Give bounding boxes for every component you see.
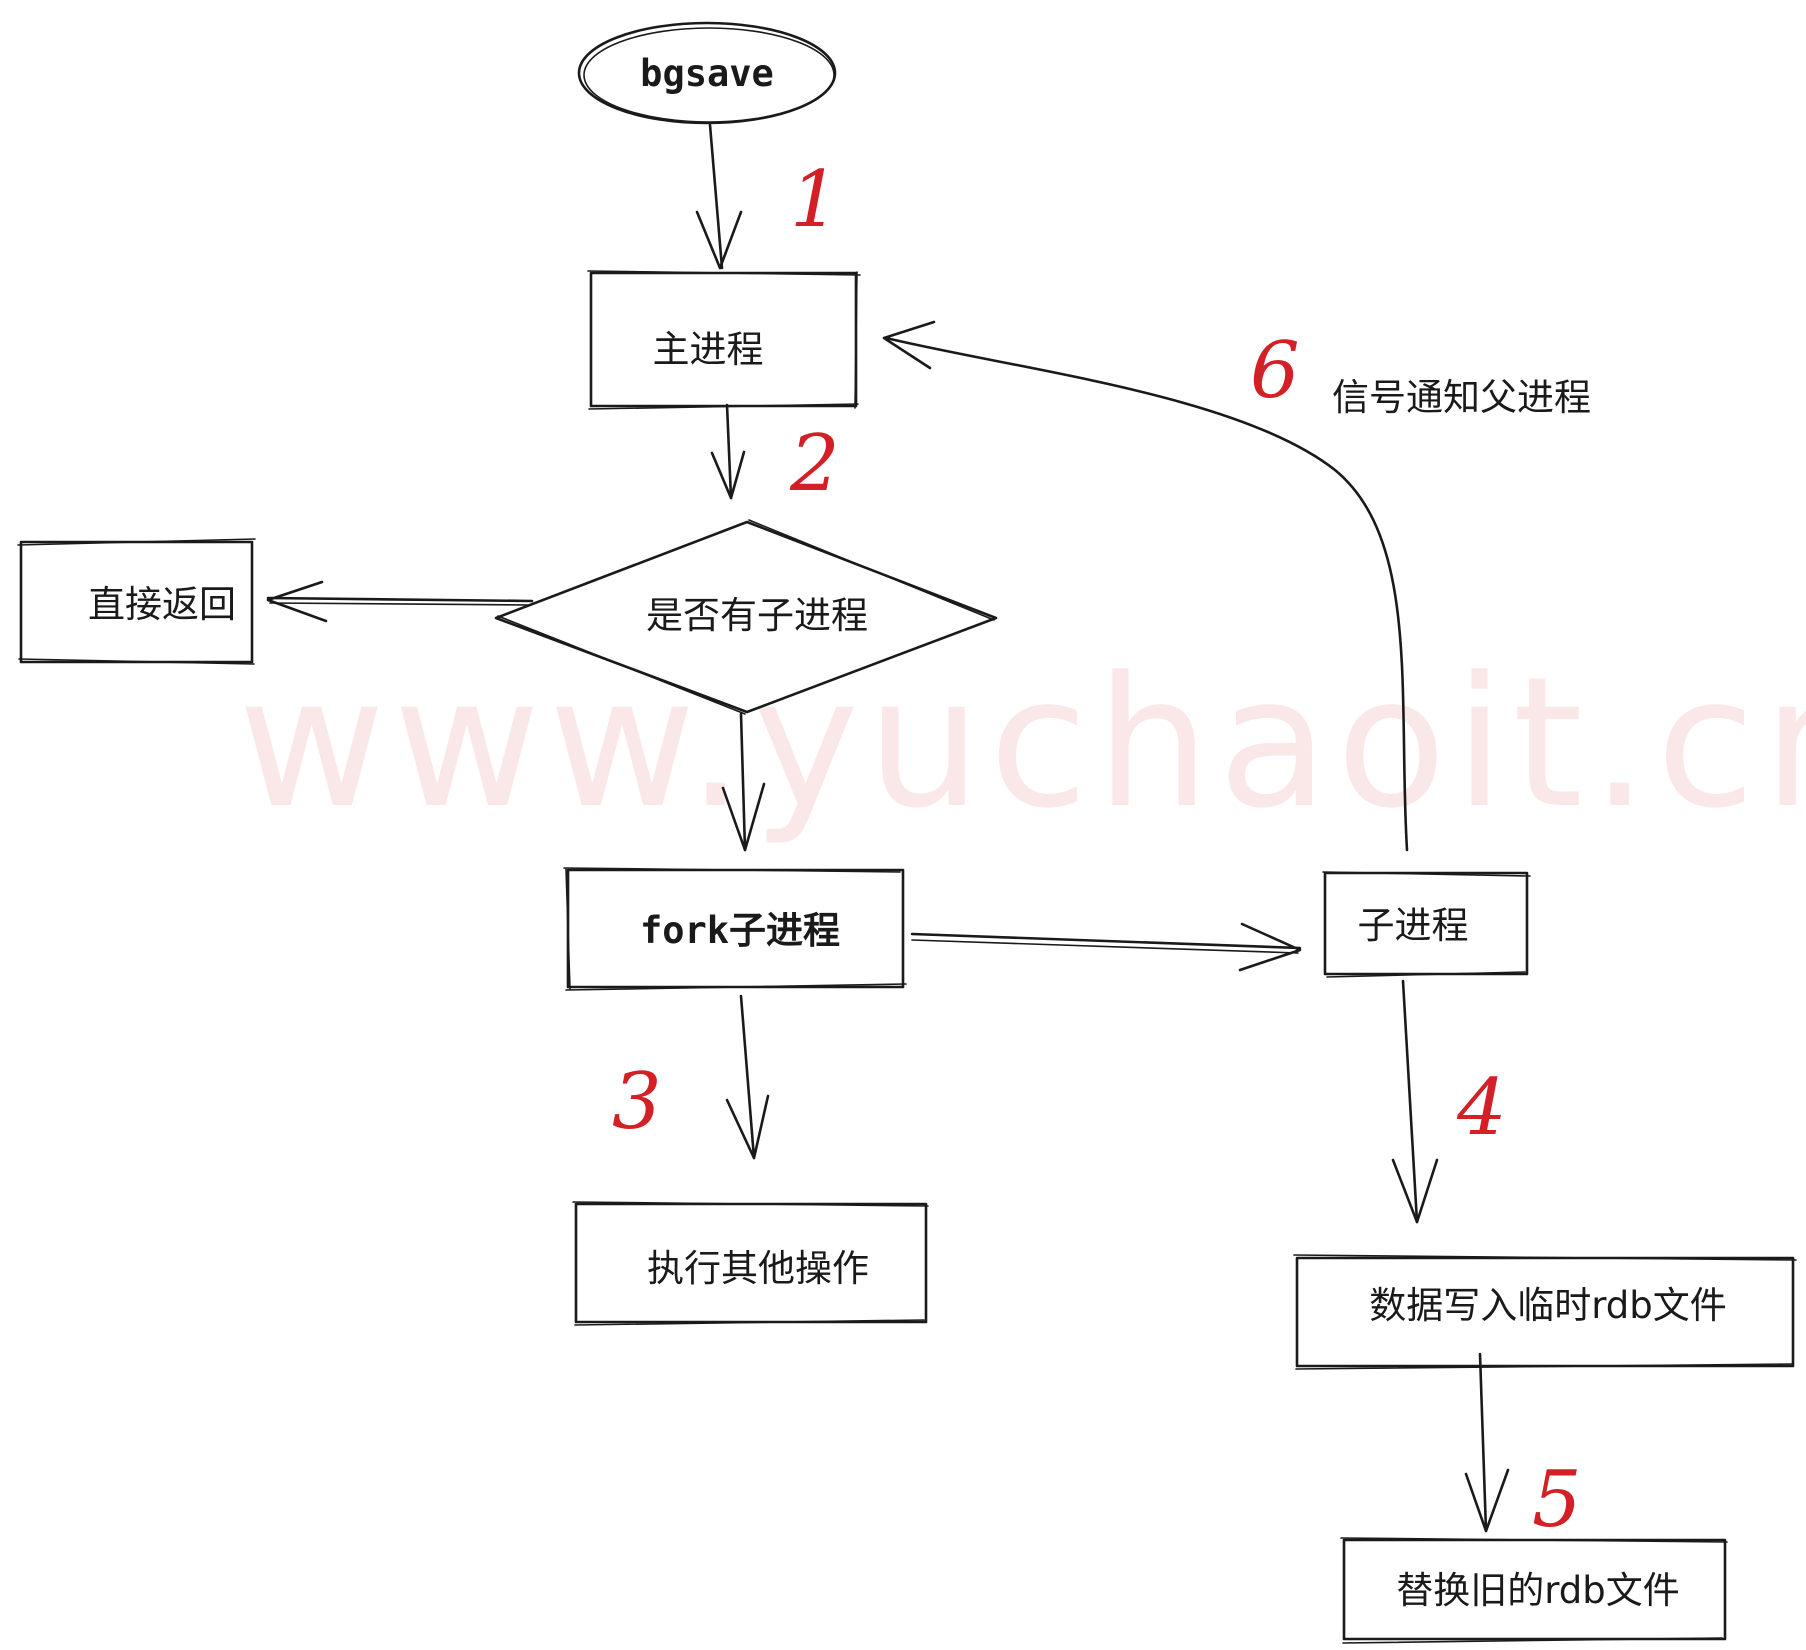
arrow-start-to-main <box>695 123 743 270</box>
step-number-3: 3 <box>612 1057 662 1147</box>
arrow-decision-to-fork <box>721 712 766 852</box>
arrow-fork-to-other <box>725 994 770 1160</box>
decision-label: 是否有子进程 <box>646 594 868 637</box>
fork-label: fork子进程 <box>640 909 840 952</box>
arrow-write-to-replace <box>1464 1352 1510 1533</box>
start-node-label: bgsave <box>640 52 774 95</box>
write-tmp-label: 数据写入临时rdb文件 <box>1369 1284 1727 1327</box>
return-direct-label: 直接返回 <box>88 583 236 626</box>
replace-node: 替换旧的rdb文件 <box>1340 1537 1728 1644</box>
other-ops-node: 执行其他操作 <box>572 1201 929 1326</box>
step-number-5: 5 <box>1532 1455 1582 1545</box>
child-label: 子进程 <box>1358 904 1469 947</box>
other-ops-label: 执行其他操作 <box>647 1247 869 1290</box>
arrow-decision-to-return <box>266 580 534 623</box>
step-number-4: 4 <box>1456 1063 1507 1153</box>
decision-node: 是否有子进程 <box>494 519 998 715</box>
fork-node: fork子进程 <box>563 867 907 991</box>
step-number-1: 1 <box>790 155 840 245</box>
signal-note: 信号通知父进程 <box>1332 376 1591 419</box>
arrow-child-to-write <box>1391 979 1439 1224</box>
arrow-fork-to-child <box>910 922 1302 972</box>
arrow-main-to-decision <box>710 403 746 500</box>
step-number-2: 2 <box>789 419 840 509</box>
start-node: bgsave <box>577 21 837 125</box>
arrow-child-to-main <box>882 320 1409 852</box>
child-node: 子进程 <box>1322 871 1531 978</box>
replace-label: 替换旧的rdb文件 <box>1396 1569 1680 1612</box>
watermark: www.yuchaoit.cn <box>238 639 1806 848</box>
main-process-node: 主进程 <box>587 270 861 410</box>
main-process-label: 主进程 <box>653 328 764 371</box>
return-direct-node: 直接返回 <box>17 538 256 665</box>
write-tmp-node: 数据写入临时rdb文件 <box>1293 1254 1797 1370</box>
step-number-6: 6 <box>1250 326 1300 416</box>
